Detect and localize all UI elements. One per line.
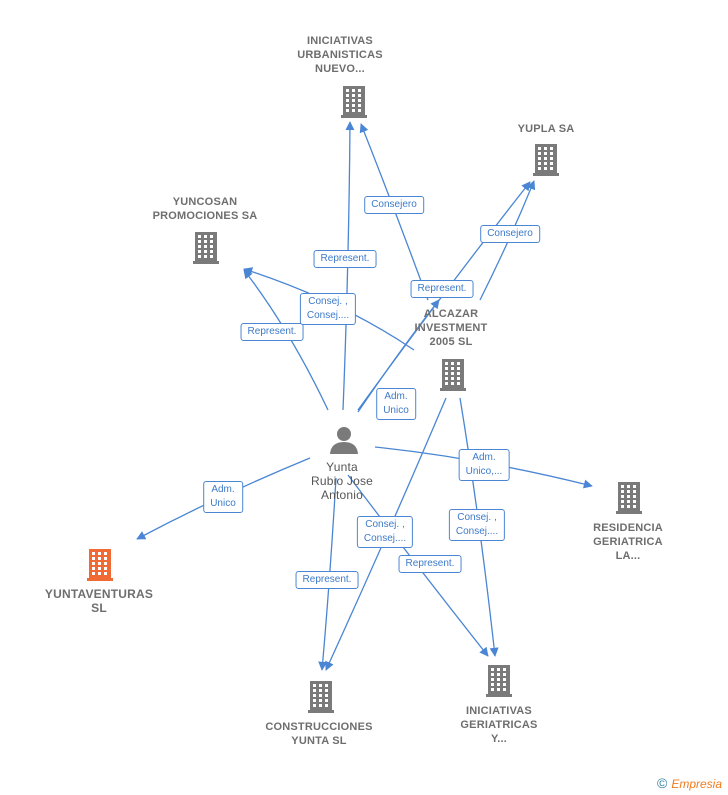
node-label-residencia[interactable]: RESIDENCIA GERIATRICA LA... [593,521,663,563]
node-label-line: Y... [490,733,508,745]
edge-label-line: Represent. [320,253,370,264]
node-label-line: CONSTRUCCIONES [265,721,373,733]
watermark: ©Empresia [657,775,722,791]
node-label-line: SL [91,601,107,615]
edge-label[interactable]: Consej. , Consej.... [356,516,414,548]
node-label-line: YUNTAVENTURAS [44,587,154,601]
edge-label[interactable]: Represent. [410,280,474,298]
edge-label[interactable]: Represent. [313,250,377,268]
edge-label[interactable]: Consejero [480,225,540,243]
edge-label-line: Represent. [302,574,352,585]
node-label-line: Antonio [320,488,364,502]
building-icon[interactable] [193,232,219,264]
node-label-line: GERIATRICAS [460,719,538,731]
edge-label[interactable]: Consej. , Consej.... [299,293,357,325]
edge-label[interactable]: Adm. Unico [203,481,243,513]
node-label-iniciativas-geriatricas[interactable]: INICIATIVAS GERIATRICAS Y... [460,704,537,746]
edge-label-line: Represent. [405,558,455,569]
copyright-symbol: © [656,775,668,791]
node-label-line: INICIATIVAS [466,705,532,717]
edge-label-line: Adm. [384,391,408,402]
edge-label[interactable]: Adm. Unico [376,388,416,420]
edge-label-line: Represent. [417,283,467,294]
edge-label-line: Consej. , [457,512,497,523]
building-icon[interactable] [533,144,559,176]
node-label-yuncosan[interactable]: YUNCOSAN PROMOCIONES SA [153,195,258,223]
edge-label-line: Consej. , [365,519,405,530]
edge-label[interactable]: Represent. [295,571,359,589]
brand-logo: Empresia [671,777,722,791]
edge-label-line: Unico [210,498,236,509]
node-label-line: RESIDENCIA [593,522,663,534]
edge-label-line: Consej. , [308,296,348,307]
edge-label-line: Unico [383,405,409,416]
building-icon[interactable] [616,482,642,514]
building-icon[interactable] [440,359,466,391]
edge-label-line: Adm. [211,484,235,495]
node-label-line: URBANISTICAS [297,49,383,61]
building-icon[interactable] [486,665,512,697]
building-icon[interactable] [308,681,334,713]
node-label-line: Rubio Jose [310,474,374,488]
node-label-line: YUNTA SL [291,735,347,747]
person-icon[interactable] [330,427,358,454]
node-label-line: INICIATIVAS [307,35,373,47]
edge-label[interactable]: Represent. [240,323,304,341]
edge-label[interactable]: Consej. , Consej.... [448,509,506,541]
node-label-line: INVESTMENT [414,322,488,334]
edge-person-to-alcazar [357,299,440,413]
node-label-construcciones[interactable]: CONSTRUCCIONES YUNTA SL [265,720,372,748]
edge-label-line: Consej.... [306,310,350,321]
edge-label-line: Consejero [487,228,533,239]
nodes-layer [87,86,642,713]
node-label-iniciativas-urbanisticas[interactable]: INICIATIVAS URBANISTICAS NUEVO... [297,34,383,76]
node-label-line: YUPLA SA [517,123,575,135]
edge-label-line: Consejero [371,199,417,210]
building-icon[interactable] [341,86,367,118]
node-label-line: 2005 SL [429,336,473,348]
edge-label[interactable]: Represent. [398,555,462,573]
node-label-line: GERIATRICA [593,536,663,548]
edge-label-line: Consej.... [455,526,499,537]
node-label-alcazar[interactable]: ALCAZAR INVESTMENT 2005 SL [415,307,488,349]
node-label-line: LA... [615,550,641,562]
node-label-yupla[interactable]: YUPLA SA [518,122,575,136]
node-label-line: YUNCOSAN [172,196,238,208]
edge-label[interactable]: Consejero [364,196,424,214]
building-icon[interactable] [87,549,113,581]
edge-label-line: Unico,... [465,466,503,477]
edge-label[interactable]: Adm. Unico,... [458,449,510,481]
node-label-line: NUEVO... [315,63,365,75]
edge-label-line: Represent. [247,326,297,337]
edge-label-line: Adm. [472,452,496,463]
node-label-line: Yunta [326,460,358,474]
edge-label-line: Consej.... [363,533,407,544]
node-label-line: ALCAZAR [423,308,479,320]
node-label-line: PROMOCIONES SA [152,210,258,222]
